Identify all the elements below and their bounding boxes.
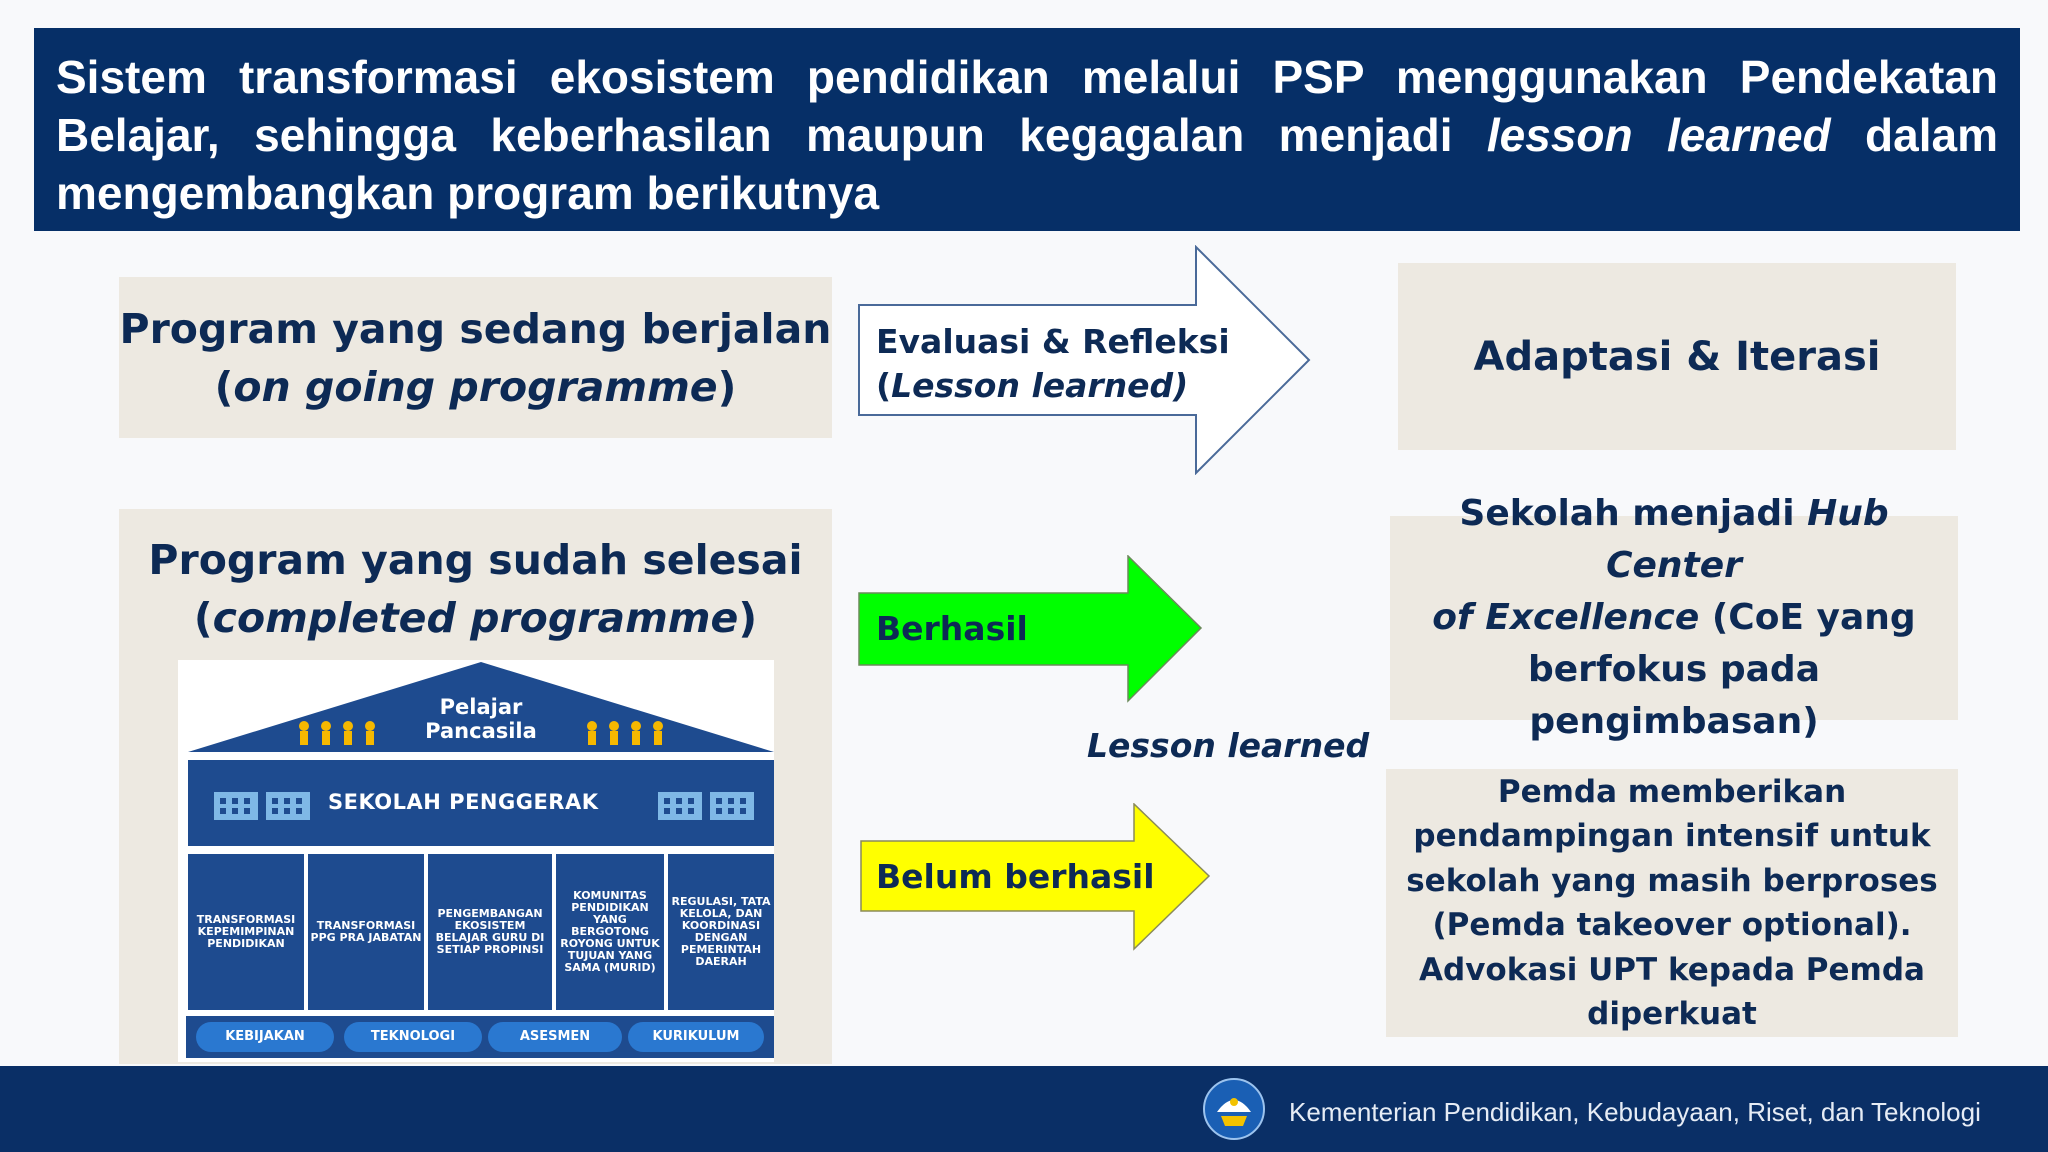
title-line-3: mengembangkan program berikutnya [56,167,880,219]
footer-bar [0,1066,2048,1152]
title-line-2-start: Belajar, sehingga keberhasilan maupun ke… [56,109,1487,161]
pillar-5: REGULASI, TATA KELOLA, DAN KOORDINASI DE… [668,854,774,1010]
roof-line-1: Pelajar [439,695,523,719]
title-line-2-end: dalam [1830,109,1998,161]
belum-berhasil-arrow [860,803,1211,951]
evaluasi-label: Evaluasi & Refleksi (Lesson learned) [876,320,1230,408]
hub-line-1: Sekolah menjadi Hub Center [1390,488,1958,592]
banner-text: SEKOLAH PENGGERAK [328,790,599,814]
adaptasi-box: Adaptasi & Iterasi [1398,263,1956,450]
completed-line-2: (completed programme) [194,589,757,647]
belum-berhasil-label: Belum berhasil [876,857,1155,896]
pillar-4: KOMUNITAS PENDIDIKAN YANG BERGOTONG ROYO… [556,854,664,1010]
pemda-line: Advokasi UPT kepada Pemda [1419,951,1925,988]
pillar-3: PENGEMBANGAN EKOSISTEM BELAJAR GURU DI S… [428,854,552,1010]
pemda-line: sekolah yang masih berproses [1406,862,1938,899]
slide-title: Sistem transformasi ekosistem pendidikan… [34,28,2020,231]
evaluasi-line-1: Evaluasi & Refleksi [876,322,1230,361]
ongoing-line-1: Program yang sedang berjalan [119,304,832,353]
ongoing-close: ) [717,362,737,411]
pillar-2: TRANSFORMASI PPG PRA JABATAN [308,854,424,1010]
berhasil-arrow [858,555,1203,703]
foundation-kurikulum: KURIKULUM [628,1022,764,1052]
ongoing-line-2: (on going programme) [215,358,737,416]
pemda-line: Pemda memberikan [1497,773,1847,810]
hub-line-1-italic: Hub Center [1606,493,1889,586]
hub-box: Sekolah menjadi Hub Center of Excellence… [1390,493,1958,742]
title-line-2-italic: lesson learned [1486,109,1831,161]
evaluasi-open: ( [876,366,892,405]
sekolah-penggerak-banner: SEKOLAH PENGGERAK [188,760,774,846]
pillar-1: TRANSFORMASI KEPEMIMPINAN PENDIDIKAN [188,854,304,1010]
evaluasi-arrow [858,245,1311,475]
completed-italic: completed programme [212,594,739,642]
hub-line-2-b: (CoE yang [1699,597,1916,638]
adaptasi-label: Adaptasi & Iterasi [1473,333,1881,380]
foundation-asesmen: ASESMEN [488,1022,622,1052]
berhasil-label: Berhasil [876,609,1028,648]
pemda-line: diperkuat [1587,996,1757,1032]
school-building-icon [214,792,310,820]
foundation-kebijakan: KEBIJAKAN [196,1022,334,1052]
runner-figures-left-icon [299,721,375,745]
hub-line-2-italic: of Excellence [1432,597,1700,638]
completed-line-1: Program yang sudah selesai [148,536,803,584]
hub-line-1-a: Sekolah menjadi [1459,493,1808,534]
house-roof [188,662,774,752]
hub-line-3: berfokus pada pengimbasan) [1528,649,1820,742]
runner-figures-right-icon [587,721,663,745]
footer-ministry-name: Kementerian Pendidikan, Kebudayaan, Rise… [1289,1097,1981,1127]
school-building-icon-right [658,792,754,820]
pemda-box: Pemda memberikan pendampingan intensif u… [1386,769,1958,1037]
completed-open: ( [193,594,213,642]
lesson-learned-label: Lesson learned [1087,726,1370,765]
completed-close: ) [738,594,758,642]
title-line-1-text: Sistem transformasi ekosistem pendidikan… [56,51,1998,103]
evaluasi-line-2: (Lesson learned) [876,364,1230,408]
evaluasi-italic: Lesson learned) [891,366,1189,405]
roof-line-2: Pancasila [425,719,537,743]
pemda-line: (Pemda takeover optional). [1432,907,1912,943]
title-line-2: Belajar, sehingga keberhasilan maupun ke… [56,106,1998,164]
ongoing-open: ( [214,362,234,411]
foundation-teknologi: TEKNOLOGI [344,1022,482,1052]
title-line-1: Sistem transformasi ekosistem pendidikan… [56,48,1998,106]
hub-line-2: of Excellence (CoE yang [1432,592,1915,644]
roof-text: Pelajar Pancasila [386,695,576,743]
pemda-line: pendampingan intensif untuk [1413,818,1931,854]
ongoing-italic: on going programme [233,362,718,411]
ministry-logo-icon [1203,1078,1265,1140]
ongoing-programme-box: Program yang sedang berjalan (on going p… [119,277,832,438]
